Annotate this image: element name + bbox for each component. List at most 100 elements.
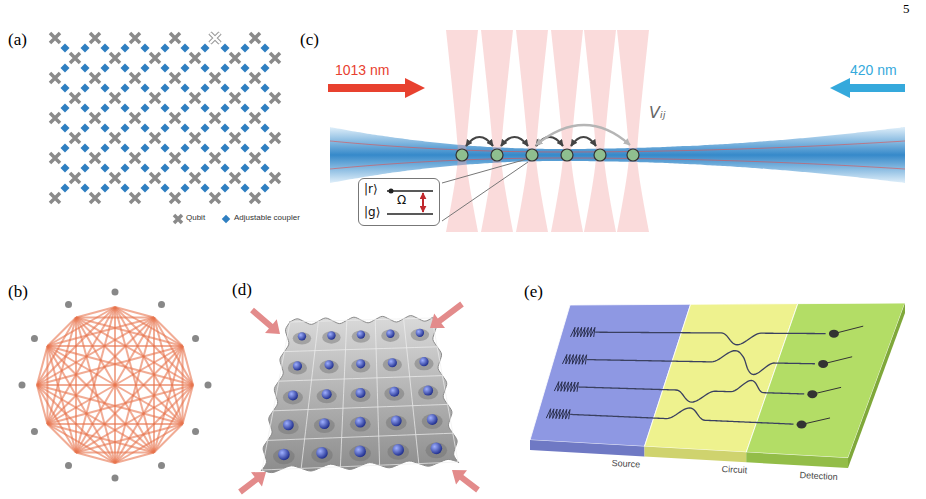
adjustable-coupler [100,63,109,72]
photon-source-coil [554,382,578,392]
rabi-arrow [422,193,424,212]
photonic-chip [530,303,905,468]
lattice-well [352,330,370,342]
section-label: Circuit [721,464,747,476]
trapped-atom [427,414,438,425]
atom [627,149,639,161]
adjustable-coupler [120,183,129,192]
adjustable-coupler [160,163,169,172]
qubit-symbol [70,93,80,103]
qubit-symbol [250,153,260,163]
adjustable-coupler [80,163,89,172]
panel-label: (c) [300,30,319,50]
qubit-symbol [250,113,260,123]
trapped-atom [324,360,333,369]
qubit-symbol [170,113,180,123]
lattice-beam-arrow [238,472,266,494]
lattice-well [383,358,402,371]
adjustable-coupler [60,183,69,192]
trapped-atom [319,418,330,429]
lattice-well [311,447,333,463]
adjustable-coupler [60,43,69,52]
coupling-line [47,317,76,346]
lattice-well [386,415,407,430]
adjustable-coupler [180,183,189,192]
qubit-symbol [210,153,220,163]
adjustable-coupler [60,163,69,172]
adjustable-coupler [160,63,169,72]
coupling-line [76,452,154,454]
lattice-well [351,388,371,402]
lattice-surface [261,316,459,473]
coupling-line [46,346,48,424]
qubit-symbol [230,93,240,103]
adjustable-coupler [260,143,269,152]
adjustable-coupler [180,163,189,172]
optical-tweezer [617,30,649,232]
state-label: |r⟩ [364,183,378,197]
lattice-well [349,446,371,462]
chip-section-front [644,446,746,462]
state-dot [389,189,394,194]
qubit-symbol [150,53,160,63]
qubit-symbol [150,133,160,143]
qubit-symbol [270,93,280,103]
adjustable-coupler [100,143,109,152]
lattice-well [350,417,371,432]
trapped-atom [357,330,365,338]
adjustable-coupler [240,43,249,52]
lattice-beam-arrow [452,470,480,492]
adjustable-coupler [240,143,249,152]
adjustable-coupler [140,103,149,112]
adjustable-coupler [222,215,230,223]
adjustable-coupler [60,83,69,92]
trapped-atom [288,390,298,400]
adjustable-coupler [260,163,269,172]
inset-leader [442,162,528,221]
ion-dot [19,382,26,389]
qubit-symbol [230,53,240,63]
detector [797,420,807,428]
qubit-symbol [210,73,220,83]
trapped-atom [386,330,394,338]
trapped-atom [416,329,424,337]
qubit-symbol [130,153,140,163]
adjustable-coupler [120,103,129,112]
waveguide [595,332,825,345]
waveguide [578,380,804,402]
trapped-atom [419,357,428,366]
panel-label: (d) [232,280,252,300]
trapped-atom [423,386,433,396]
adjustable-coupler [60,103,69,112]
adjustable-coupler [240,83,249,92]
adjustable-coupler [220,183,229,192]
ion-dot [31,428,38,435]
trapped-atom [283,420,294,431]
adjustable-coupler [240,183,249,192]
adjustable-coupler [80,123,89,132]
adjustable-coupler [80,83,89,92]
atom [456,149,468,161]
adjustable-coupler [80,103,89,112]
wavelength-label: 1013 nm [335,62,389,78]
interaction-arc [466,137,493,146]
qubit-symbol [190,93,200,103]
adjustable-coupler [100,103,109,112]
adjustable-coupler [60,63,69,72]
adjustable-coupler [240,103,249,112]
adjustable-coupler [240,63,249,72]
qubit-symbol [190,173,200,183]
adjustable-coupler [200,123,209,132]
ion-dot [65,462,72,469]
qubit-symbol [170,193,180,203]
adjustable-coupler [200,143,209,152]
qubit-symbol [50,33,60,43]
qubit-symbol [90,33,100,43]
qubit-symbol [130,33,140,43]
adjustable-coupler [140,163,149,172]
coupling-line [37,346,47,385]
qubit-symbol [130,193,140,203]
adjustable-coupler [220,163,229,172]
coupling-line [47,346,115,463]
atom [491,149,503,161]
